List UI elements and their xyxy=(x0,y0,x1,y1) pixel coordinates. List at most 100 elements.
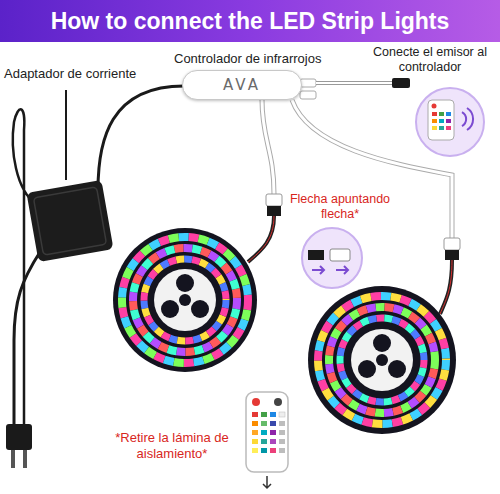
strip-wire-core xyxy=(248,216,274,262)
hub-cutout xyxy=(388,360,406,378)
connector-socket xyxy=(330,249,350,261)
strip-cable xyxy=(292,100,452,238)
signal-wave xyxy=(462,112,466,126)
adapter-body xyxy=(26,180,113,262)
remote-button xyxy=(252,412,258,417)
remote-button xyxy=(279,421,285,426)
remote-button xyxy=(446,119,451,123)
adapter-edge xyxy=(33,187,106,255)
remote-button xyxy=(446,126,451,130)
power-adapter xyxy=(26,180,113,262)
hub-cutout xyxy=(161,300,179,318)
remote-button xyxy=(270,439,276,444)
ir-receiver xyxy=(392,78,410,88)
led-ring xyxy=(340,318,424,402)
remote-button xyxy=(261,412,267,417)
remote-button xyxy=(270,412,276,417)
hub-cutout xyxy=(176,274,194,292)
pull-tab-arrow xyxy=(263,476,271,488)
led-ring xyxy=(329,307,435,413)
remote-button xyxy=(270,448,276,453)
strip-wire xyxy=(248,216,274,262)
led-ring xyxy=(133,248,237,352)
remote-button xyxy=(432,119,437,123)
hub-cutout xyxy=(358,360,376,378)
remote-button xyxy=(439,112,444,116)
remote-button xyxy=(252,448,258,453)
strip-plug-pins xyxy=(267,206,281,216)
strip-wire xyxy=(440,260,452,314)
remote-button xyxy=(252,430,258,435)
led-ring xyxy=(144,259,226,341)
part-label: Adaptador de corriente xyxy=(4,66,164,82)
remote-button xyxy=(439,126,444,130)
hub-cutout xyxy=(373,334,391,352)
remote-button xyxy=(261,439,267,444)
strip-wire-core xyxy=(440,260,452,314)
remote-button xyxy=(432,104,437,109)
remote-button xyxy=(270,421,276,426)
title-text: How to connect the LED Strip Lights xyxy=(0,0,500,42)
remote-button xyxy=(446,112,451,116)
ir-cable-core xyxy=(316,82,392,84)
led-ring xyxy=(133,248,237,352)
hub-cutout xyxy=(191,300,209,318)
reel-hub xyxy=(154,269,216,331)
strip-plug xyxy=(266,194,282,206)
part-label: Conecte el emisor al controlador xyxy=(370,45,490,75)
connector-pins xyxy=(308,250,324,260)
led-ring xyxy=(318,296,446,424)
strip-cable-core xyxy=(292,100,452,238)
hub-center xyxy=(376,354,388,366)
note-text: Flecha apuntando flecha* xyxy=(284,192,396,222)
led-ring xyxy=(122,237,248,363)
remote-button xyxy=(252,398,260,406)
note-text: *Retire la lámina de aislamiento* xyxy=(112,430,232,461)
led-ring xyxy=(144,259,226,341)
logo-text: AVA xyxy=(223,76,261,94)
led-reel xyxy=(113,228,257,372)
remote-button xyxy=(432,112,437,116)
led-reel xyxy=(308,286,456,434)
remote-button xyxy=(274,398,282,406)
reel-hub xyxy=(351,329,413,391)
remote-button xyxy=(261,430,267,435)
dc-cable xyxy=(98,86,184,190)
strip-cable xyxy=(262,100,274,194)
ac-cord xyxy=(14,252,40,424)
led-ring xyxy=(318,296,446,424)
part-label: Controlador de infrarrojos xyxy=(174,51,358,67)
plug-prong xyxy=(11,450,15,468)
led-ring xyxy=(122,237,248,363)
plug-prong xyxy=(23,450,27,468)
direction-arrow xyxy=(312,266,324,274)
remote-button xyxy=(279,412,285,417)
led-ring xyxy=(144,259,226,341)
remote-button xyxy=(279,430,285,435)
remote-button xyxy=(252,439,258,444)
inset-circle xyxy=(302,228,362,288)
reel-disc xyxy=(113,228,257,372)
controller-socket xyxy=(300,91,316,99)
remote-button xyxy=(252,421,258,426)
signal-wave xyxy=(467,108,473,130)
strip-plug xyxy=(444,238,460,250)
remote-button xyxy=(439,119,444,123)
reel-disc xyxy=(308,286,456,434)
direction-arrow xyxy=(336,266,348,274)
ir-cable xyxy=(316,81,392,85)
inset-circle xyxy=(416,88,484,156)
led-ring xyxy=(329,307,435,413)
remote-button xyxy=(261,448,267,453)
remote-button xyxy=(270,430,276,435)
remote-button xyxy=(432,126,437,130)
led-ring xyxy=(133,248,237,352)
controller-socket xyxy=(300,79,316,87)
remote-button xyxy=(261,421,267,426)
hub-center xyxy=(179,294,191,306)
leader-line xyxy=(65,90,67,180)
led-ring xyxy=(329,307,435,413)
led-ring xyxy=(340,318,424,402)
remote-control xyxy=(246,392,288,472)
